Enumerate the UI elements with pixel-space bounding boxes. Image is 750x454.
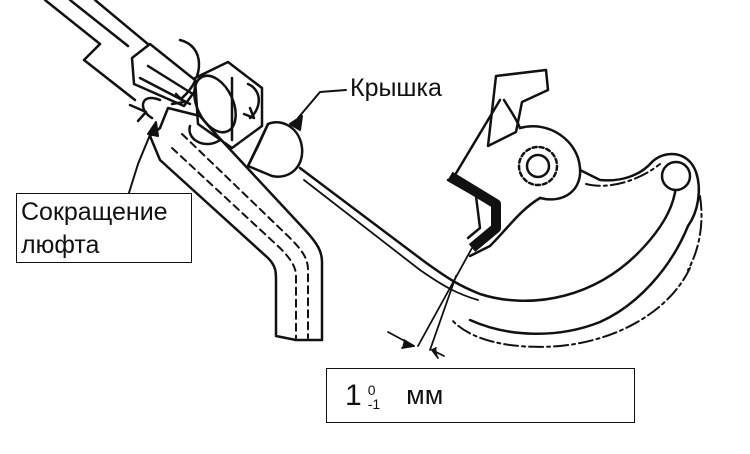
cable-end-ball bbox=[660, 160, 692, 192]
gap-unit: мм bbox=[406, 380, 444, 410]
bracket bbox=[148, 106, 324, 342]
adjusting-nut bbox=[128, 38, 202, 123]
cap-label: Крышка bbox=[350, 74, 442, 102]
slack-reduction-label: Сокращение люфта bbox=[16, 193, 192, 263]
slack-reduction-label-line1: Сокращение bbox=[21, 198, 168, 226]
gap-dimension bbox=[387, 247, 473, 359]
gap-spec-label: 1 0 -1 мм bbox=[326, 368, 635, 423]
lever-arm bbox=[446, 68, 700, 335]
pivot-icon bbox=[517, 145, 559, 187]
phantom-outline bbox=[451, 163, 703, 348]
cap bbox=[246, 121, 304, 178]
slack-reduction-label-line2: люфта bbox=[21, 231, 100, 259]
gap-tolerance-upper: 0 bbox=[367, 381, 376, 398]
lock-nut bbox=[188, 60, 264, 150]
gap-tolerance: 0 -1 bbox=[368, 383, 380, 411]
cap-leader bbox=[289, 89, 347, 131]
gap-tolerance-lower: -1 bbox=[367, 395, 381, 412]
gap-value: 1 bbox=[345, 378, 362, 412]
reduction-leader bbox=[127, 121, 159, 197]
